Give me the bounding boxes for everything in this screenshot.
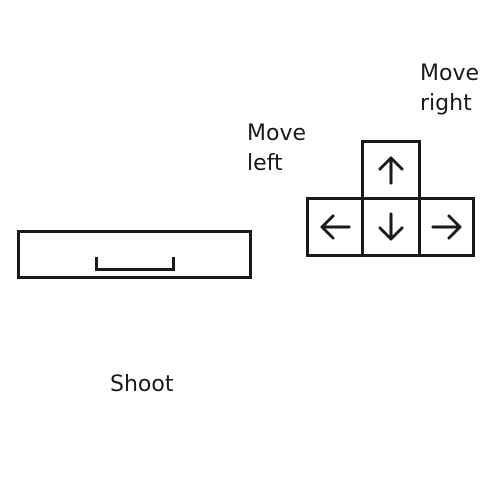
arrow-up-icon bbox=[378, 156, 404, 185]
spacebar-key bbox=[17, 230, 252, 279]
right-arrow-key bbox=[418, 197, 475, 257]
left-arrow-key bbox=[306, 197, 364, 257]
shoot-label: Shoot bbox=[110, 372, 174, 397]
move-right-label-line-2: right bbox=[420, 91, 472, 116]
move-left-label-line-2: left bbox=[247, 151, 283, 176]
arrow-right-icon bbox=[431, 214, 461, 240]
arrow-left-icon bbox=[320, 214, 351, 240]
spacebar-icon bbox=[95, 257, 175, 271]
up-arrow-key bbox=[361, 140, 421, 200]
move-right-label-line-1: Move bbox=[420, 61, 479, 86]
move-left-label-line-1: Move bbox=[247, 121, 306, 146]
move-right-label: Move right bbox=[420, 59, 479, 119]
move-left-label: Move left bbox=[247, 119, 306, 179]
arrow-down-icon bbox=[378, 212, 404, 241]
down-arrow-key bbox=[361, 197, 421, 257]
